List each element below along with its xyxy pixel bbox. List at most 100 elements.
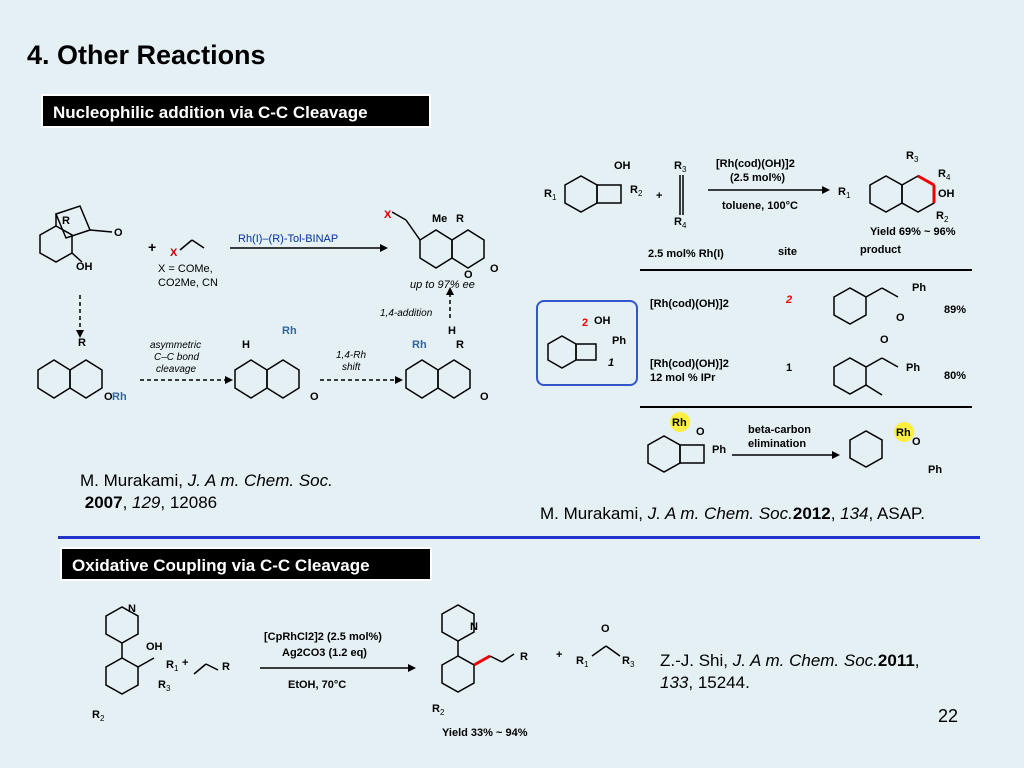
svg-text:R: R bbox=[906, 150, 914, 162]
reagent-x2-label: CO2Me, CN bbox=[158, 277, 218, 289]
reagent-x-label: X = COMe, bbox=[158, 263, 213, 275]
svg-text:3: 3 bbox=[682, 165, 687, 174]
svg-text:R: R bbox=[432, 703, 440, 715]
svg-text:1: 1 bbox=[552, 193, 557, 202]
svg-text:X: X bbox=[384, 209, 392, 221]
svg-text:Rh: Rh bbox=[282, 325, 297, 337]
svg-text:R: R bbox=[222, 661, 230, 673]
svg-text:OH: OH bbox=[938, 188, 955, 200]
svg-text:R: R bbox=[938, 168, 946, 180]
scheme3-yield: Yield 33% ~ 94% bbox=[442, 727, 528, 739]
svg-text:R: R bbox=[838, 186, 846, 198]
row2-catalyst: [Rh(cod)(OH)]2 bbox=[650, 358, 729, 370]
page-number: 22 bbox=[938, 706, 959, 726]
table-header-rh: 2.5 mol% Rh(I) bbox=[648, 248, 724, 260]
svg-text:O: O bbox=[310, 391, 319, 403]
table-header-product: product bbox=[860, 244, 901, 256]
svg-text:X: X bbox=[170, 247, 178, 259]
svg-text:H: H bbox=[448, 325, 456, 337]
row2-site: 1 bbox=[786, 362, 792, 374]
step-addition-label: 1,4-addition bbox=[380, 308, 433, 319]
scheme3-oxidant: Ag2CO3 (1.2 eq) bbox=[282, 647, 367, 659]
svg-text:O: O bbox=[912, 436, 921, 448]
svg-text:OH: OH bbox=[146, 641, 163, 653]
step-cleavage-2: C–C bond bbox=[154, 352, 199, 363]
svg-text:1: 1 bbox=[846, 191, 851, 200]
svg-text:O: O bbox=[480, 391, 489, 403]
svg-text:O: O bbox=[490, 263, 499, 275]
svg-text:N: N bbox=[128, 603, 136, 615]
svg-text:R: R bbox=[674, 216, 682, 228]
step-cleavage-1: asymmetric bbox=[150, 340, 201, 351]
svg-text:O: O bbox=[464, 269, 473, 281]
svg-text:+: + bbox=[182, 657, 188, 669]
row1-site: 2 bbox=[785, 294, 792, 306]
svg-text:O: O bbox=[601, 623, 610, 635]
svg-text:Rh: Rh bbox=[412, 339, 427, 351]
scheme2-conditions: toluene, 100°C bbox=[722, 200, 798, 212]
scheme-1-reaction: R O OH + X X = COMe, CO2Me, CN Rh(I)–(R)… bbox=[37, 205, 499, 403]
section-divider bbox=[58, 536, 980, 539]
svg-text:Ph: Ph bbox=[612, 335, 626, 347]
substrate-inset-box: 2 OH Ph 1 bbox=[536, 300, 638, 386]
mechanism-label-2: elimination bbox=[748, 438, 806, 450]
step-shift-1: 1,4-Rh bbox=[336, 350, 366, 361]
reference-murakami-2007: M. Murakami, J. A m. Chem. Soc. 2007, 12… bbox=[80, 471, 333, 512]
scheme2-loading: (2.5 mol%) bbox=[730, 172, 785, 184]
svg-text:Rh: Rh bbox=[672, 417, 687, 429]
svg-text:R: R bbox=[576, 655, 584, 667]
step-shift-2: shift bbox=[342, 362, 362, 373]
svg-text:OH: OH bbox=[614, 160, 631, 172]
table-header-site: site bbox=[778, 246, 797, 258]
svg-text:4: 4 bbox=[682, 221, 687, 230]
row1-yield: 89% bbox=[944, 304, 966, 316]
step-cleavage-3: cleavage bbox=[156, 364, 196, 375]
svg-text:R: R bbox=[622, 655, 630, 667]
svg-text:2: 2 bbox=[638, 189, 643, 198]
svg-text:1: 1 bbox=[584, 660, 589, 669]
svg-text:R: R bbox=[674, 160, 682, 172]
svg-text:R: R bbox=[78, 337, 86, 349]
svg-text:3: 3 bbox=[630, 660, 635, 669]
svg-text:Ph: Ph bbox=[912, 282, 926, 294]
svg-text:H: H bbox=[242, 339, 250, 351]
svg-text:2: 2 bbox=[440, 708, 445, 717]
slide-title: 4. Other Reactions bbox=[27, 40, 266, 70]
svg-text:Ph: Ph bbox=[712, 444, 726, 456]
svg-text:4: 4 bbox=[946, 173, 951, 182]
svg-text:R: R bbox=[92, 709, 100, 721]
scheme2-catalyst: [Rh(cod)(OH)]2 bbox=[716, 158, 795, 170]
svg-text:2: 2 bbox=[582, 317, 588, 329]
svg-text:R: R bbox=[520, 651, 528, 663]
svg-text:Rh: Rh bbox=[112, 391, 127, 403]
svg-text:R: R bbox=[544, 188, 552, 200]
svg-text:O: O bbox=[896, 312, 905, 324]
svg-text:R: R bbox=[456, 213, 464, 225]
svg-text:O: O bbox=[696, 426, 705, 438]
svg-text:1: 1 bbox=[174, 664, 179, 673]
svg-text:OH: OH bbox=[594, 315, 611, 327]
svg-text:OH: OH bbox=[76, 261, 93, 273]
row2-ligand: 12 mol % IPr bbox=[650, 372, 716, 384]
svg-text:R: R bbox=[630, 184, 638, 196]
svg-text:2: 2 bbox=[100, 714, 105, 723]
svg-text:+: + bbox=[556, 649, 562, 661]
svg-text:O: O bbox=[104, 391, 113, 403]
svg-text:3: 3 bbox=[914, 155, 919, 164]
svg-text:Rh: Rh bbox=[896, 427, 911, 439]
svg-text:R: R bbox=[158, 679, 166, 691]
svg-text:+: + bbox=[656, 190, 662, 202]
svg-text:O: O bbox=[114, 227, 123, 239]
svg-text:R: R bbox=[456, 339, 464, 351]
product-ee-label: up to 97% ee bbox=[410, 279, 475, 291]
section-banner-oxidative: Oxidative Coupling via C-C Cleavage bbox=[60, 547, 432, 581]
scheme1-condition: Rh(I)–(R)-Tol-BINAP bbox=[238, 233, 338, 245]
row1-catalyst: [Rh(cod)(OH)]2 bbox=[650, 298, 729, 310]
section-banner-nucleophilic: Nucleophilic addition via C-C Cleavage bbox=[41, 94, 431, 128]
reference-shi-2011: Z.-J. Shi, J. A m. Chem. Soc.2011, 133, … bbox=[660, 651, 920, 692]
svg-text:O: O bbox=[880, 334, 889, 346]
svg-text:3: 3 bbox=[166, 684, 171, 693]
svg-text:N: N bbox=[470, 621, 478, 633]
